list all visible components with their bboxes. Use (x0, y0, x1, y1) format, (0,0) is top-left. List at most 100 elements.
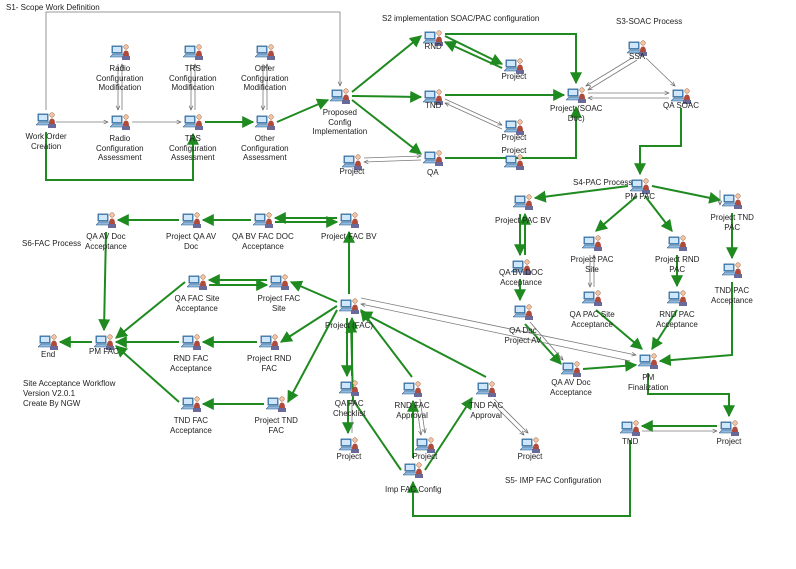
user-computer-icon[interactable] (269, 274, 289, 291)
workflow-arrow (351, 99, 422, 155)
stage-label-s1: S1- Scope Work Definition (6, 3, 100, 12)
stage-label-s2: S2 implementation SOAC/PAC configuration (382, 14, 540, 23)
user-computer-icon[interactable] (476, 381, 496, 398)
user-computer-icon[interactable] (667, 290, 687, 307)
user-computer-icon[interactable] (339, 437, 359, 454)
user-computer-icon[interactable] (330, 88, 350, 105)
node-label-line: Acceptance (656, 319, 698, 329)
feedback-arrow (419, 398, 425, 433)
user-computer-icon[interactable] (415, 437, 435, 454)
user-computer-icon[interactable] (181, 396, 201, 413)
node-label-line: Project FAC (257, 294, 301, 303)
node-label-line: Approval (470, 410, 502, 420)
user-computer-icon[interactable] (566, 87, 586, 104)
user-computer-icon[interactable] (110, 44, 130, 61)
workflow-arrow (351, 90, 423, 103)
feedback-arrow (588, 59, 638, 90)
node-label-line: Configuration (96, 143, 144, 153)
node-label-line: PM (642, 373, 655, 382)
user-computer-icon[interactable] (638, 353, 658, 370)
user-computer-icon[interactable] (520, 437, 540, 454)
workflow-arrow (582, 359, 638, 372)
node-label-line: Doc (183, 241, 199, 251)
user-computer-icon[interactable] (183, 114, 203, 131)
user-computer-icon[interactable] (36, 112, 56, 129)
feedback-arrow (586, 57, 633, 86)
workflow-arrow (407, 440, 631, 517)
node-label-line: Config (328, 117, 352, 127)
node-label-line: Doc) (567, 113, 585, 123)
node-label-line: Imp FAC Config (385, 485, 442, 494)
user-computer-icon[interactable] (259, 334, 279, 351)
user-computer-icon[interactable] (266, 396, 286, 413)
user-computer-icon[interactable] (96, 212, 116, 229)
user-computer-icon[interactable] (561, 361, 581, 378)
workflow-arrow (444, 35, 504, 65)
feedback-arrow (364, 159, 422, 162)
node-label-line: QA SOAC (663, 101, 700, 110)
node-label-ssa: SSA (629, 52, 645, 62)
user-computer-icon[interactable] (582, 290, 602, 307)
user-computer-icon[interactable] (722, 262, 742, 279)
workflow-arrow (634, 108, 682, 176)
user-computer-icon[interactable] (719, 420, 739, 437)
user-computer-icon[interactable] (402, 381, 422, 398)
feedback-arrow (360, 297, 636, 355)
node-label-line: End (41, 350, 56, 359)
user-computer-icon[interactable] (582, 235, 602, 252)
user-computer-icon[interactable] (187, 274, 207, 291)
workflow-arrow (651, 185, 722, 204)
node-label-line: Project RND (247, 354, 292, 363)
user-computer-icon[interactable] (513, 194, 533, 211)
user-computer-icon[interactable] (181, 212, 201, 229)
node-label-line: Project (336, 452, 362, 461)
user-computer-icon[interactable] (38, 334, 58, 351)
node-label-line: QA AV Doc (551, 378, 591, 387)
node-label-line: RND PAC (659, 310, 695, 319)
node-label-line: Acceptance (500, 277, 542, 287)
user-computer-icon[interactable] (722, 193, 742, 210)
user-computer-icon[interactable] (339, 298, 359, 315)
node-label-line: Acceptance (170, 425, 212, 435)
user-computer-icon[interactable] (513, 304, 533, 321)
node-label-line: Work Order (25, 132, 67, 141)
user-computer-icon[interactable] (255, 114, 275, 131)
node-label-line: TND PAC (714, 286, 750, 295)
user-computer-icon[interactable] (620, 420, 640, 437)
user-computer-icon[interactable] (339, 380, 359, 397)
node-label-line: Project (412, 452, 438, 461)
workflow-arrow (351, 35, 422, 93)
user-computer-icon[interactable] (403, 462, 423, 479)
workflow-arrow (445, 105, 582, 159)
user-computer-icon[interactable] (183, 44, 203, 61)
workflow-arrow (115, 281, 186, 339)
node-label-line: Proposed (322, 108, 357, 117)
node-label-line: Project (SOAC (550, 104, 603, 113)
user-computer-icon[interactable] (667, 235, 687, 252)
node-label-line: Acceptance (85, 241, 127, 251)
user-computer-icon[interactable] (339, 212, 359, 229)
node-label-tnd-s2: TND (425, 101, 441, 111)
feedback-arrow (489, 400, 524, 435)
user-computer-icon[interactable] (110, 114, 130, 131)
user-computer-icon[interactable] (255, 44, 275, 61)
node-label-line: Acceptance (571, 319, 613, 329)
user-computer-icon[interactable] (253, 212, 273, 229)
user-computer-icon[interactable] (423, 150, 443, 167)
user-computer-icon[interactable] (504, 154, 524, 171)
user-computer-icon[interactable] (181, 334, 201, 351)
node-label-line: Acceptance (711, 295, 753, 305)
node-label-project-fac: Project (FAC) (325, 321, 373, 331)
